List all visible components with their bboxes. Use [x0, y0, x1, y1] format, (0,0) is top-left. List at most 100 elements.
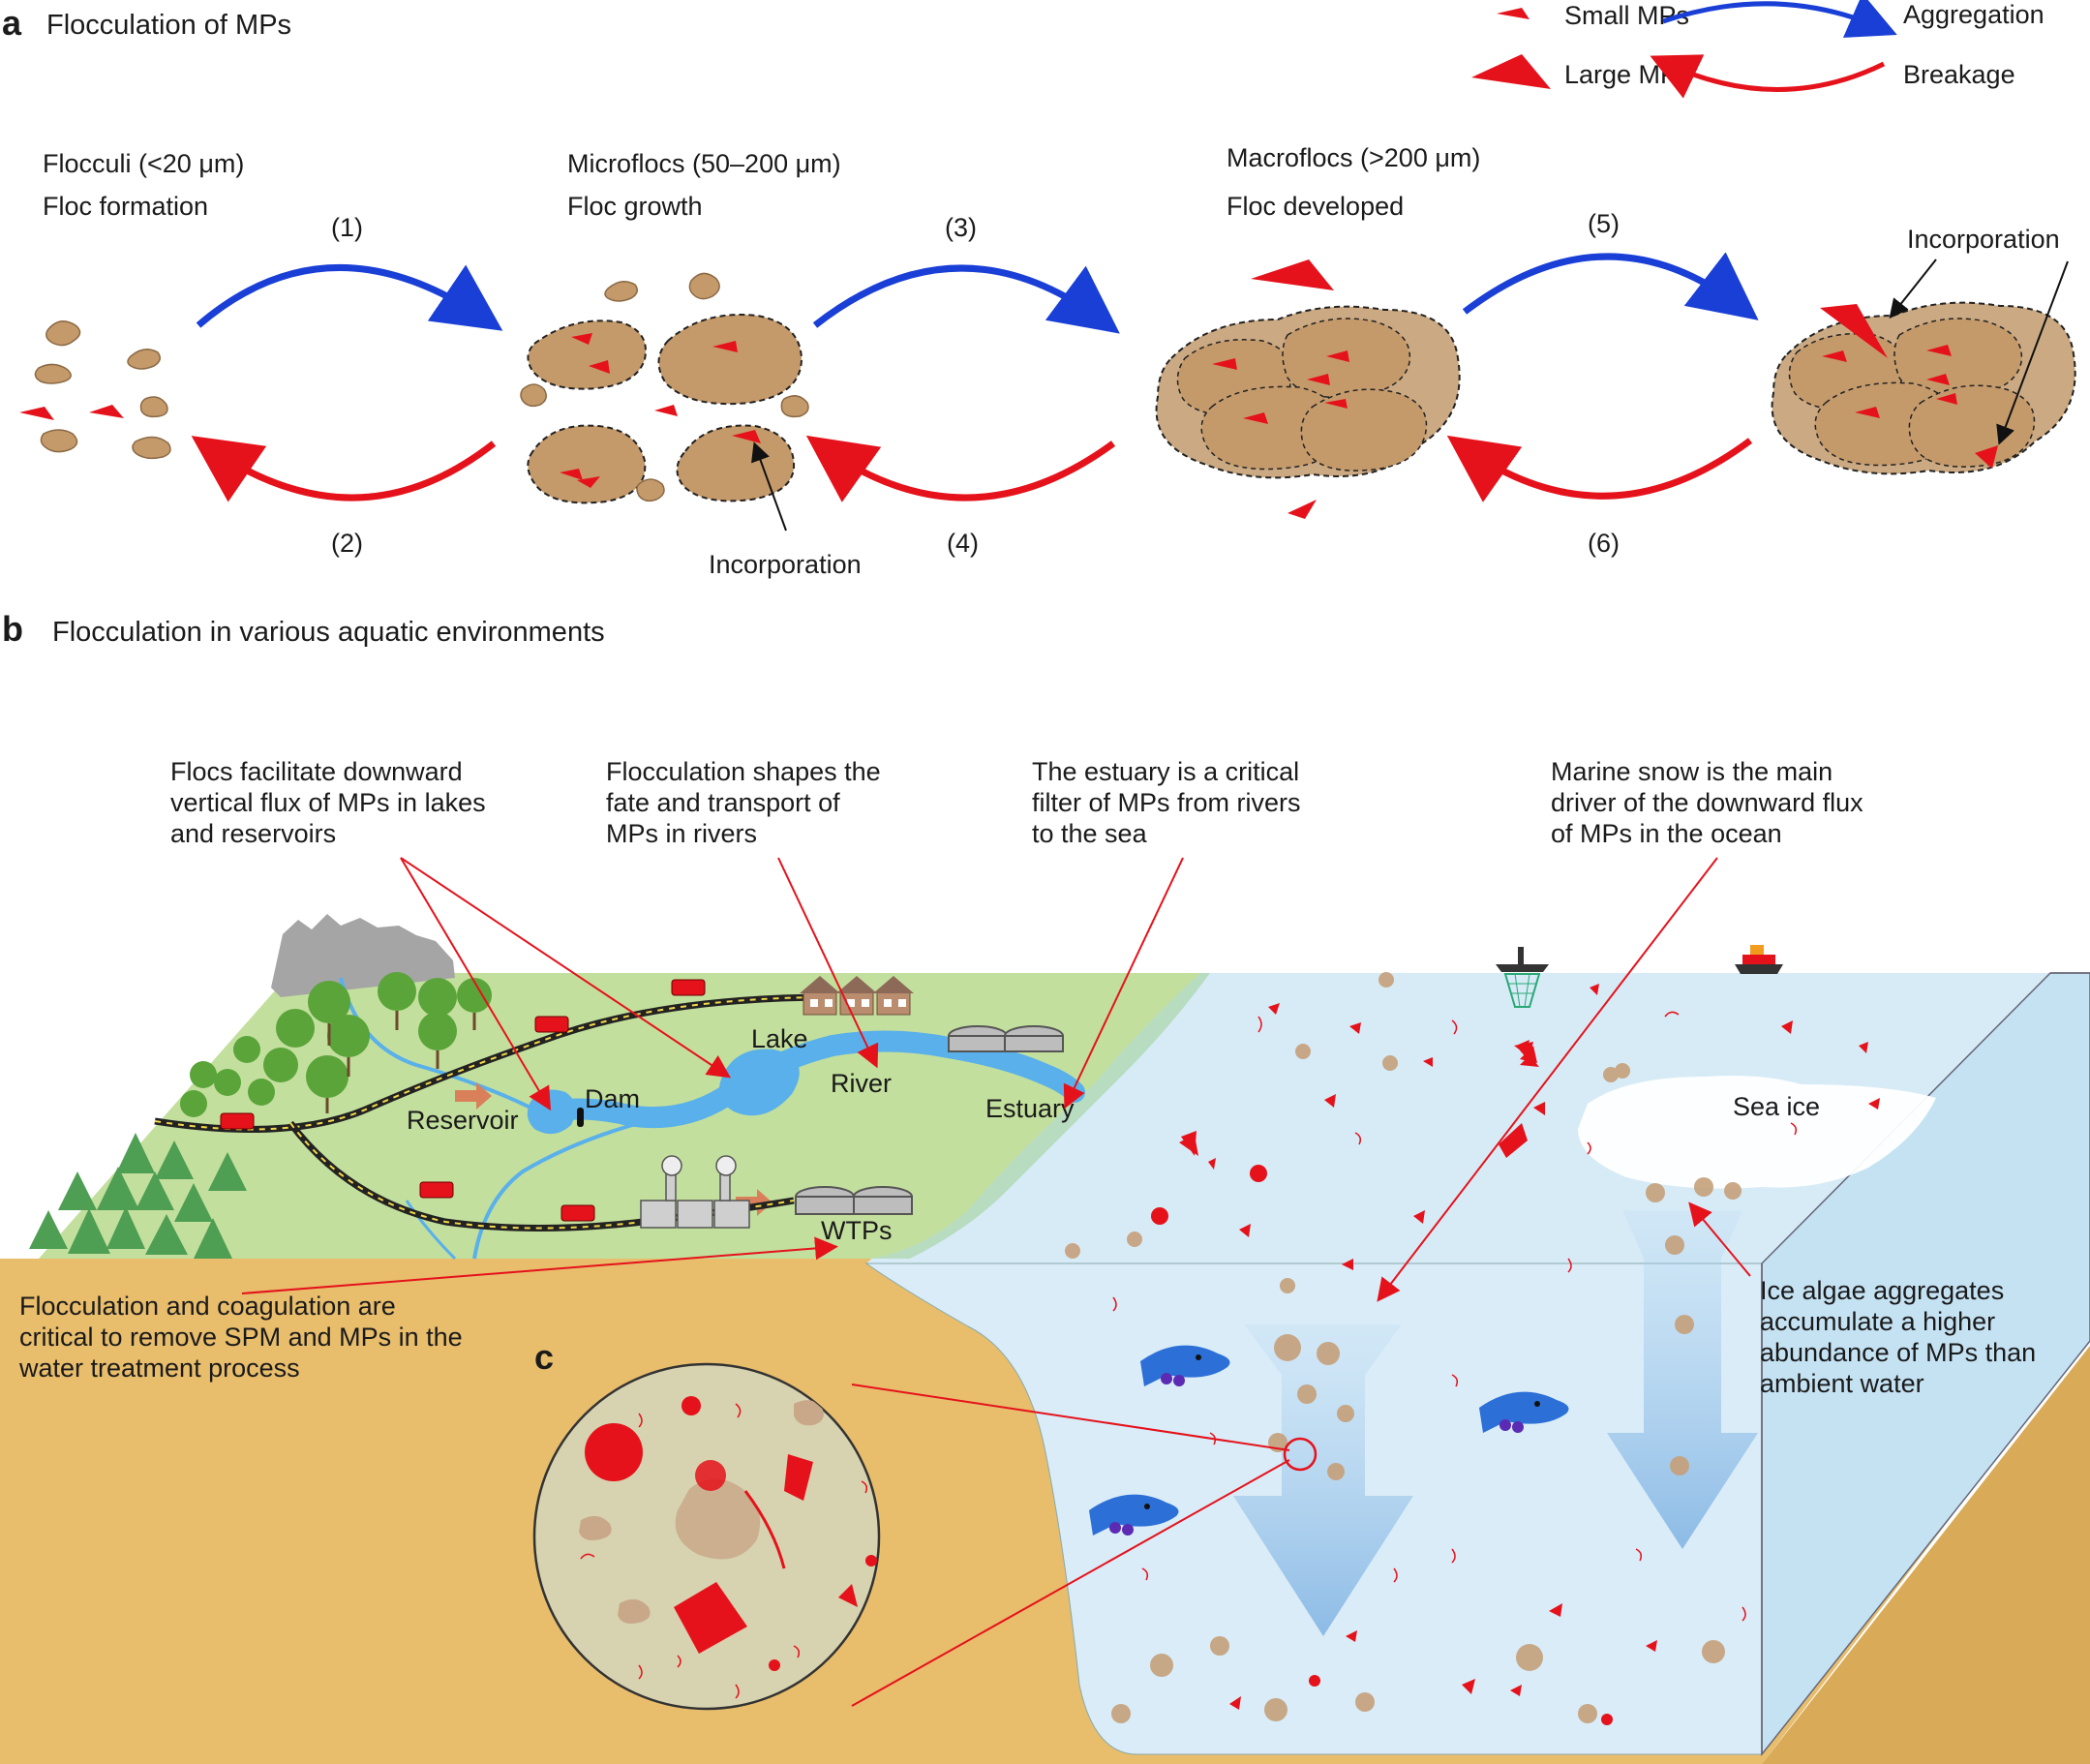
- stage-1-label: Floc formation: [43, 192, 208, 221]
- sampling-net-icon: [1496, 947, 1549, 1008]
- aggregation-arrow-5: [1462, 252, 1759, 320]
- callout-pointers: [241, 857, 1751, 1707]
- panel-a-title: Flocculation of MPs: [46, 10, 291, 41]
- note-ocean: Marine snow is the main driver of the do…: [1551, 757, 1863, 848]
- fiber-microplastics: [1112, 1011, 1798, 1622]
- aggregation-arrow-1: [196, 263, 503, 331]
- breakage-arrow-2: [191, 436, 497, 502]
- panel-b-letter: b: [2, 609, 23, 649]
- fish-icon: [1479, 1391, 1569, 1433]
- breakage-arrow-6: [1446, 435, 1753, 502]
- step-1-label: (1): [331, 213, 363, 242]
- marine-snow-sink-arrow: [1233, 1324, 1413, 1636]
- note-wtp-line: critical to remove SPM and MPs in the: [19, 1323, 463, 1352]
- step-5-label: (5): [1588, 209, 1620, 238]
- estuary-label: Estuary: [985, 1094, 1075, 1123]
- note-ocean-line: of MPs in the ocean: [1551, 819, 1782, 848]
- wtp-tanks: [795, 1025, 1064, 1215]
- factory-icon: [640, 1155, 750, 1229]
- zoom-source-circle: [1283, 1437, 1318, 1472]
- small-mp-legend-icon: [1497, 8, 1530, 19]
- incorporation-pointer-2b: [1996, 260, 2069, 445]
- note-ice-line: ambient water: [1760, 1369, 1924, 1398]
- ship-icon: [1735, 945, 1783, 974]
- legend-aggregation: Aggregation: [1903, 0, 2045, 29]
- note-rivers-line: Flocculation shapes the: [606, 757, 881, 786]
- flow-arrow: [455, 1082, 492, 1110]
- conifer-trees: [29, 1133, 247, 1259]
- dam-label: Dam: [585, 1084, 640, 1113]
- zoom-contents: [579, 1396, 878, 1699]
- breakage-legend-arrow: [1650, 54, 1886, 99]
- note-wtp-line: water treatment process: [18, 1353, 300, 1383]
- legend-breakage: Breakage: [1903, 60, 2015, 89]
- legend: Small MPs Large MPs Aggregation Breakage: [1471, 0, 2045, 99]
- fish-icon: [1140, 1345, 1230, 1386]
- note-estuary: The estuary is a critical filter of MPs …: [1032, 757, 1301, 848]
- reservoir-label: Reservoir: [407, 1106, 519, 1135]
- large-mp-legend-icon: [1471, 54, 1551, 89]
- lake: [718, 1049, 800, 1116]
- stage-3-size: Macroflocs (>200 μm): [1227, 143, 1480, 172]
- tributary: [339, 977, 535, 1111]
- note-lakes-line: Flocs facilitate downward: [170, 757, 463, 786]
- step-4-label: (4): [947, 529, 979, 558]
- step-3-label: (3): [945, 213, 977, 242]
- river-label: River: [831, 1069, 892, 1098]
- aggregation-arrow-3: [812, 264, 1120, 334]
- note-rivers-line: MPs in rivers: [606, 819, 757, 848]
- houses: [800, 976, 914, 1016]
- macrofloc-with-incorporation: [1771, 301, 2076, 475]
- stage-1-size: Flocculi (<20 μm): [43, 149, 244, 178]
- note-lakes-line: vertical flux of MPs in lakes: [170, 788, 486, 817]
- note-lakes-line: and reservoirs: [170, 819, 336, 848]
- note-lakes: Flocs facilitate downward vertical flux …: [170, 757, 486, 848]
- sediment-right-face: [1762, 1346, 2090, 1764]
- panel-b: b Flocculation in various aquatic enviro…: [0, 609, 2090, 1764]
- panel-a-letter: a: [2, 3, 22, 43]
- step-6-label: (6): [1588, 529, 1620, 558]
- incorporation-label-1: Incorporation: [709, 550, 862, 579]
- note-wtp: Flocculation and coagulation are critica…: [18, 1292, 463, 1383]
- bus-icon: [220, 979, 706, 1222]
- note-estuary-line: filter of MPs from rivers: [1032, 788, 1301, 817]
- panel-c: c: [532, 1337, 881, 1711]
- small-mp: [1287, 500, 1317, 519]
- note-ice-line: accumulate a higher: [1760, 1307, 1995, 1336]
- ice-algae-sink-arrow: [1607, 1210, 1758, 1549]
- note-ice-algae: Ice algae aggregates accumulate a higher…: [1760, 1276, 2036, 1398]
- lake-label: Lake: [751, 1024, 808, 1053]
- note-ocean-line: Marine snow is the main: [1551, 757, 1833, 786]
- incorporation-label-2: Incorporation: [1907, 225, 2060, 254]
- river: [531, 1030, 1085, 1129]
- note-wtp-line: Flocculation and coagulation are: [19, 1292, 396, 1321]
- tributary: [405, 1200, 457, 1261]
- flocculi-cluster: [34, 320, 171, 460]
- stage-2-size: Microflocs (50–200 μm): [567, 149, 841, 178]
- note-ice-line: Ice algae aggregates: [1760, 1276, 2004, 1305]
- incorporation-pointer-2a: [1889, 259, 1937, 319]
- marine-snow-flocs: [1065, 972, 1742, 1723]
- sea-ice: [1578, 1076, 1936, 1189]
- small-mp: [19, 407, 54, 420]
- deciduous-trees: [180, 972, 492, 1117]
- ocean-microplastics: [1151, 984, 1880, 1725]
- note-ice-line: abundance of MPs than: [1760, 1338, 2036, 1367]
- incorporation-pointer-1: [751, 441, 787, 532]
- small-mp: [89, 405, 124, 418]
- legend-small-mps: Small MPs: [1564, 1, 1689, 30]
- panel-b-title: Flocculation in various aquatic environm…: [52, 617, 605, 648]
- macroflocs-cluster: [1155, 305, 1461, 479]
- microflocs-cluster: [520, 272, 809, 504]
- railway-markings: [154, 996, 833, 1131]
- large-mp: [1251, 259, 1334, 290]
- note-estuary-line: The estuary is a critical: [1032, 757, 1299, 786]
- beach-strip: [871, 973, 1210, 1259]
- breakage-arrow-4: [805, 435, 1116, 502]
- wtps-label: WTPs: [821, 1216, 893, 1245]
- aggregation-legend-arrow: [1662, 0, 1897, 38]
- note-estuary-line: to the sea: [1032, 819, 1148, 848]
- flow-arrow: [736, 1189, 772, 1216]
- stage-3-label: Floc developed: [1227, 192, 1404, 221]
